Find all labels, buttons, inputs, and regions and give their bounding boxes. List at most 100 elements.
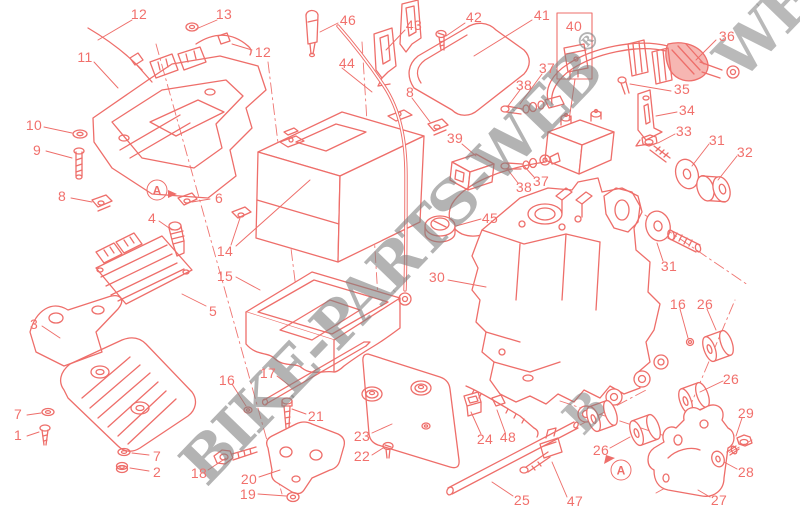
washer-31-lower	[645, 210, 671, 242]
part-label-38: 38	[515, 77, 533, 93]
part-label-25: 25	[513, 492, 531, 508]
view-marker-A: A	[146, 179, 168, 201]
part-label-43: 43	[405, 17, 423, 33]
rubber-tray-15	[245, 271, 401, 373]
part-label-30: 30	[428, 269, 446, 285]
battery-cable-44	[336, 24, 412, 306]
grommet-32	[696, 175, 731, 203]
voltage-regulator	[95, 232, 193, 305]
cable-tie-right	[195, 32, 252, 56]
part-label-7: 7	[152, 448, 162, 464]
part-label-44: 44	[338, 55, 356, 71]
solenoid-screws-upper	[500, 95, 565, 115]
arrow-to-detail-a2	[604, 455, 615, 464]
part-label-41: 41	[533, 7, 551, 23]
part-label-13: 13	[215, 6, 233, 22]
screw-42	[435, 29, 447, 51]
clip-24	[463, 391, 482, 417]
nut-16-rod	[243, 406, 253, 414]
heat-guard-23	[361, 353, 460, 469]
holddown-bracket-43	[373, 0, 422, 87]
battery	[255, 109, 425, 263]
pull-tool-46	[305, 9, 319, 58]
screw-22	[382, 441, 394, 459]
part-label-14: 14	[216, 243, 234, 259]
bracket-20	[266, 421, 346, 495]
part-label-23: 23	[353, 428, 371, 444]
part-label-45: 45	[481, 210, 499, 226]
clip-nut-6	[177, 192, 198, 206]
battery-holder-30	[471, 177, 661, 405]
bolt-29	[726, 434, 753, 456]
threaded-stud	[667, 229, 702, 253]
part-label-31: 31	[708, 132, 726, 148]
part-label-26: 26	[696, 296, 714, 312]
part-label-26: 26	[722, 371, 740, 387]
part-label-8: 8	[405, 84, 415, 100]
nut-13	[185, 22, 199, 32]
part-label-18: 18	[190, 465, 208, 481]
leader-lines	[26, 19, 743, 498]
part-label-15: 15	[216, 268, 234, 284]
relay-detail-box	[556, 12, 593, 121]
part-label-48: 48	[499, 429, 517, 445]
bolt-18	[213, 446, 258, 465]
sensor-4	[168, 221, 185, 257]
part-label-40: 40	[565, 18, 583, 34]
part-label-26: 26	[592, 442, 610, 458]
part-label-31: 31	[660, 258, 678, 274]
bolt-9	[73, 147, 85, 180]
screw-35	[617, 76, 630, 95]
mount-bracket-3	[29, 295, 197, 452]
grommet-45	[424, 215, 456, 243]
part-label-32: 32	[736, 144, 754, 160]
cable-tie-48	[465, 385, 539, 438]
battery-lid-41	[408, 22, 530, 116]
part-label-21: 21	[307, 408, 325, 424]
view-marker-A: A	[610, 459, 632, 481]
rubber-pad-14	[231, 206, 252, 219]
part-label-8: 8	[57, 188, 67, 204]
part-label-1: 1	[13, 427, 23, 443]
screw-1	[39, 424, 51, 446]
nut-2	[115, 461, 129, 474]
part-label-19: 19	[239, 486, 257, 502]
starter-solenoid	[544, 108, 615, 175]
part-label-3: 3	[29, 316, 39, 332]
part-label-36: 36	[718, 28, 736, 44]
bracket-34	[635, 89, 663, 147]
part-label-29: 29	[737, 405, 755, 421]
part-label-37: 37	[532, 173, 550, 189]
part-label-24: 24	[476, 431, 494, 447]
washer-31-upper	[674, 158, 700, 190]
part-label-46: 46	[339, 12, 357, 28]
holder-eyelets	[577, 354, 669, 423]
part-label-39: 39	[446, 130, 464, 146]
washer-10	[72, 129, 88, 139]
part-label-34: 34	[678, 102, 696, 118]
part-label-16: 16	[218, 372, 236, 388]
part-label-33: 33	[675, 123, 693, 139]
part-label-2: 2	[152, 464, 162, 480]
solenoid-wire-loop	[448, 161, 546, 237]
battery-tray	[92, 46, 267, 199]
clip-nut-8-left	[91, 194, 113, 212]
part-label-12: 12	[254, 44, 272, 60]
cable-tie-left	[87, 27, 153, 83]
part-label-17: 17	[259, 365, 277, 381]
relay-mounts	[627, 39, 673, 85]
part-label-6: 6	[214, 190, 224, 206]
part-label-47: 47	[566, 493, 584, 508]
part-label-10: 10	[25, 117, 43, 133]
washer-28	[711, 450, 725, 468]
part-label-20: 20	[240, 471, 258, 487]
part-label-27: 27	[710, 492, 728, 508]
part-label-28: 28	[737, 464, 755, 480]
positive-cable-36	[546, 42, 740, 105]
bolt-21	[281, 397, 293, 429]
part-label-38: 38	[515, 179, 533, 195]
clamp-47	[519, 427, 563, 474]
part-label-12: 12	[130, 6, 148, 22]
